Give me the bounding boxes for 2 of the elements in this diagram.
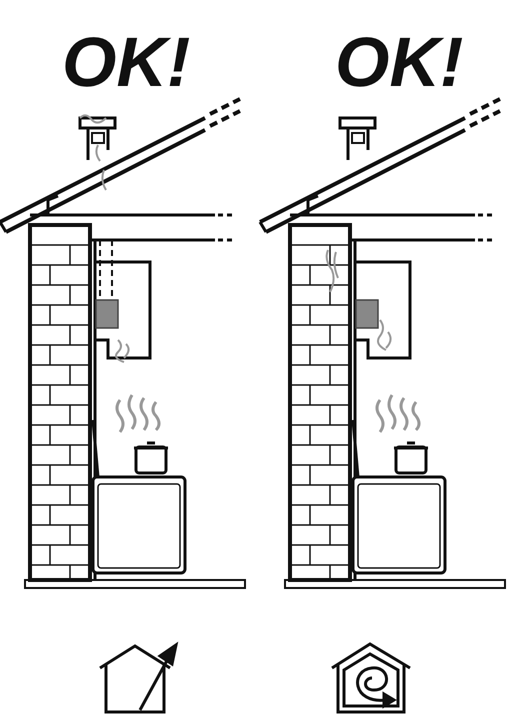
- heading-text: OK!: [335, 22, 464, 102]
- heading-text: OK!: [62, 22, 190, 102]
